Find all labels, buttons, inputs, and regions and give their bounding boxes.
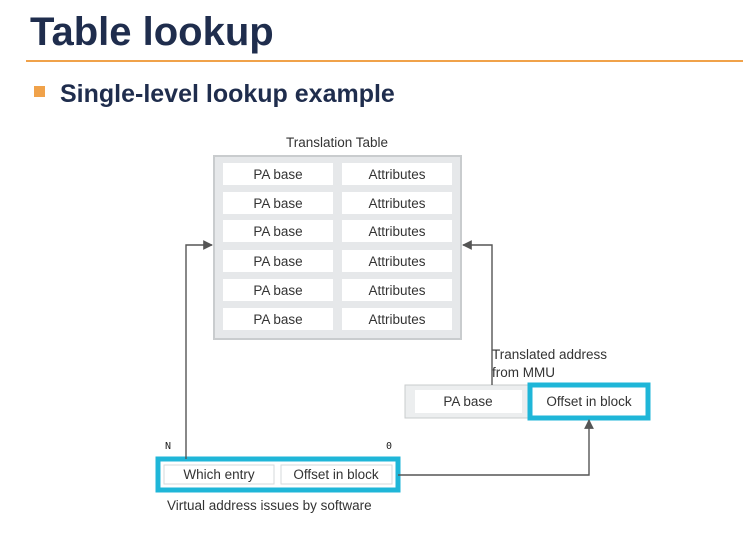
table-attr-label: Attributes (368, 196, 425, 211)
table-title: Translation Table (286, 135, 388, 150)
bit-low-label: 0 (386, 441, 392, 452)
table-pa-cell (223, 279, 333, 301)
which-entry-arrow (185, 240, 213, 459)
pa-base-arrow (462, 240, 493, 385)
table-pa-label: PA base (253, 254, 302, 269)
table-attr-label: Attributes (368, 167, 425, 182)
translated-label-line2: from MMU (492, 365, 555, 380)
offset-arrow (398, 419, 594, 476)
translated-offset-field (527, 382, 651, 421)
table-pa-cell (223, 308, 333, 330)
table-attr-label: Attributes (368, 224, 425, 239)
table-attr-cell (342, 250, 452, 272)
bit-high-label: N (165, 441, 171, 452)
table-pa-label: PA base (253, 196, 302, 211)
title-divider (26, 60, 743, 62)
bullet-text: Single-level lookup example (60, 80, 395, 108)
bullet-square-icon (34, 86, 45, 97)
translated-pa-field (415, 390, 522, 413)
table-pa-cell (223, 163, 333, 185)
which-entry-field (163, 464, 275, 485)
table-attr-cell (342, 308, 452, 330)
table-attr-label: Attributes (368, 312, 425, 327)
table-attr-cell (342, 279, 452, 301)
translated-label-line1: Translated address (492, 347, 607, 362)
table-attr-cell (342, 220, 452, 242)
table-pa-label: PA base (253, 167, 302, 182)
slide-title: Table lookup (30, 10, 274, 54)
virtual-offset-label: Offset in block (293, 467, 379, 482)
which-entry-label: Which entry (183, 467, 255, 482)
table-pa-cell (223, 192, 333, 214)
virtual-offset-field (280, 464, 393, 485)
table-pa-label: PA base (253, 224, 302, 239)
table-pa-label: PA base (253, 312, 302, 327)
table-attr-label: Attributes (368, 254, 425, 269)
table-attr-cell (342, 163, 452, 185)
virtual-caption: Virtual address issues by software (167, 498, 372, 513)
table-pa-cell (223, 250, 333, 272)
table-pa-cell (223, 220, 333, 242)
translated-offset-label: Offset in block (546, 394, 632, 409)
table-attr-label: Attributes (368, 283, 425, 298)
translated-pa-label: PA base (443, 394, 492, 409)
table-attr-cell (342, 192, 452, 214)
table-pa-label: PA base (253, 283, 302, 298)
